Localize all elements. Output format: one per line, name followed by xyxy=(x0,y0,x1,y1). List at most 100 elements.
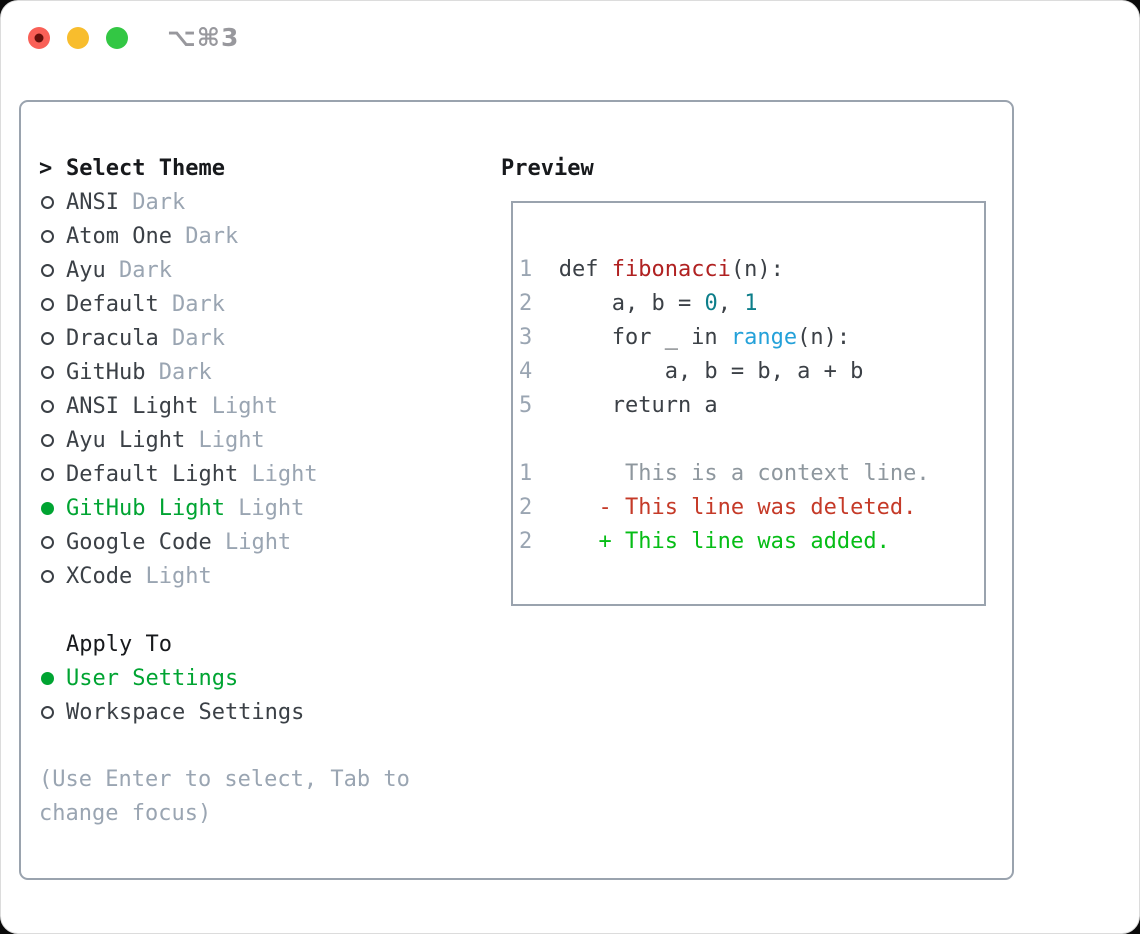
theme-option[interactable]: Default Light Light xyxy=(39,457,469,491)
theme-name: Google Code xyxy=(66,529,225,555)
theme-option[interactable]: ANSI Dark xyxy=(39,185,469,219)
code-token: a, b = xyxy=(558,290,705,316)
radio-icon xyxy=(39,569,66,583)
code-token: def xyxy=(558,256,612,282)
theme-option[interactable]: GitHub Light Light xyxy=(39,491,469,525)
theme-option[interactable]: Default Dark xyxy=(39,287,469,321)
code-line: 5 return a xyxy=(519,388,984,422)
window-title: ⌥⌘3 xyxy=(167,23,240,52)
theme-variant-badge: Dark xyxy=(132,189,186,215)
zoom-button[interactable] xyxy=(106,27,128,49)
theme-name: ANSI Light xyxy=(66,393,212,419)
radio-circle xyxy=(41,535,54,549)
code-token: 1 xyxy=(744,290,758,316)
code-token: (n): xyxy=(730,256,784,282)
theme-name: GitHub xyxy=(66,359,159,385)
code-line: 4 a, b = b, a + b xyxy=(519,354,984,388)
apply-to-option[interactable]: User Settings xyxy=(39,661,469,695)
minimize-button[interactable] xyxy=(67,27,89,49)
preview-title: Preview xyxy=(501,155,594,181)
line-number: 4 xyxy=(519,358,533,384)
theme-option[interactable]: Atom One Dark xyxy=(39,219,469,253)
radio-circle xyxy=(41,297,54,311)
code-line: 2 a, b = 0, 1 xyxy=(519,286,984,320)
code-token: range xyxy=(730,324,798,350)
theme-name: GitHub Light xyxy=(66,495,239,521)
theme-variant-badge: Dark xyxy=(171,291,225,317)
radio-icon xyxy=(39,467,66,481)
radio-selected-icon xyxy=(39,501,66,515)
apply-to-header: Apply To xyxy=(39,627,469,661)
theme-variant-badge: Dark xyxy=(171,325,225,351)
theme-variant-badge: Light xyxy=(211,393,278,419)
theme-name: ANSI xyxy=(66,189,133,215)
code-token: (n): xyxy=(797,324,851,350)
theme-option[interactable]: Dracula Dark xyxy=(39,321,469,355)
code-token: for _ in xyxy=(558,324,731,350)
radio-icon xyxy=(39,229,66,243)
line-number: 3 xyxy=(519,324,533,350)
theme-option[interactable]: ANSI Light Light xyxy=(39,389,469,423)
theme-name: Atom One xyxy=(66,223,186,249)
radio-circle xyxy=(41,399,54,413)
theme-variant-badge: Dark xyxy=(118,257,172,283)
theme-option[interactable]: Google Code Light xyxy=(39,525,469,559)
apply-to-option[interactable]: Workspace Settings xyxy=(39,695,469,729)
prompt-icon: > xyxy=(39,155,53,181)
radio-circle xyxy=(41,501,54,515)
title-bar: ⌥⌘3 xyxy=(1,1,1139,75)
radio-icon xyxy=(39,433,66,447)
radio-icon xyxy=(39,705,66,719)
radio-selected-icon xyxy=(39,671,66,685)
line-number: 1 xyxy=(519,256,533,282)
radio-icon xyxy=(39,195,66,209)
theme-option[interactable]: XCode Light xyxy=(39,559,469,593)
radio-icon xyxy=(39,263,66,277)
theme-variant-badge: Dark xyxy=(158,359,212,385)
radio-circle xyxy=(41,229,54,243)
theme-option[interactable]: Ayu Dark xyxy=(39,253,469,287)
radio-circle xyxy=(41,263,54,277)
spacer xyxy=(39,729,469,763)
code-line: 1 This is a context line. xyxy=(519,456,984,490)
code-token: , xyxy=(717,290,745,316)
theme-name: Default xyxy=(66,291,172,317)
line-number: 1 xyxy=(519,460,533,486)
radio-circle xyxy=(41,331,54,345)
code-line: 3 for _ in range(n): xyxy=(519,320,984,354)
radio-circle xyxy=(41,365,54,379)
code-token: return a xyxy=(558,392,718,418)
theme-option[interactable]: GitHub Dark xyxy=(39,355,469,389)
code-token: a, b = b, a + b xyxy=(558,358,864,384)
theme-variant-badge: Light xyxy=(145,563,212,589)
code-token: This is a context line. xyxy=(558,460,930,486)
radio-icon xyxy=(39,535,66,549)
theme-name: Ayu xyxy=(66,257,119,283)
theme-list-header: > Select Theme xyxy=(39,151,469,185)
code-line: 2 + This line was added. xyxy=(519,524,984,558)
code-token: - This line was deleted. xyxy=(558,494,917,520)
radio-circle xyxy=(41,705,54,719)
close-button[interactable] xyxy=(28,27,50,49)
theme-variant-badge: Dark xyxy=(185,223,239,249)
line-number: 2 xyxy=(519,494,533,520)
theme-name: Dracula xyxy=(66,325,172,351)
code-line: 2 - This line was deleted. xyxy=(519,490,984,524)
radio-icon xyxy=(39,297,66,311)
help-text: (Use Enter to select, Tab to change focu… xyxy=(39,767,410,826)
theme-variant-badge: Light xyxy=(238,495,305,521)
theme-name: Default Light xyxy=(66,461,252,487)
spacer xyxy=(39,593,469,627)
theme-variant-badge: Light xyxy=(251,461,318,487)
theme-option[interactable]: Ayu Light Light xyxy=(39,423,469,457)
theme-list-title: Select Theme xyxy=(66,155,225,181)
close-dot-icon xyxy=(34,33,44,43)
theme-name: XCode xyxy=(66,563,146,589)
theme-variant-badge: Light xyxy=(224,529,292,555)
